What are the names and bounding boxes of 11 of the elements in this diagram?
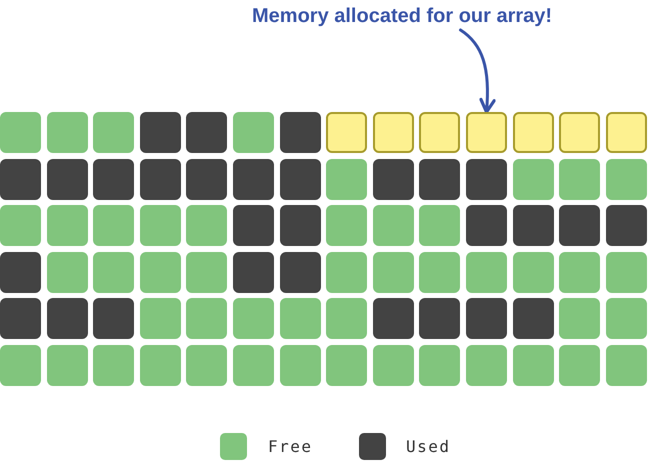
callout-text: Memory allocated for our array!	[252, 4, 552, 28]
array-memory-block	[466, 112, 507, 153]
array-memory-block	[513, 112, 554, 153]
array-memory-block	[559, 112, 600, 153]
array-memory-block	[419, 112, 460, 153]
legend-label: Free	[268, 437, 313, 457]
legend-label: Used	[406, 437, 451, 457]
leader-arrow	[459, 28, 496, 114]
array-memory-block	[373, 112, 414, 153]
array-memory-block	[606, 112, 647, 153]
array-memory-block	[326, 112, 367, 153]
